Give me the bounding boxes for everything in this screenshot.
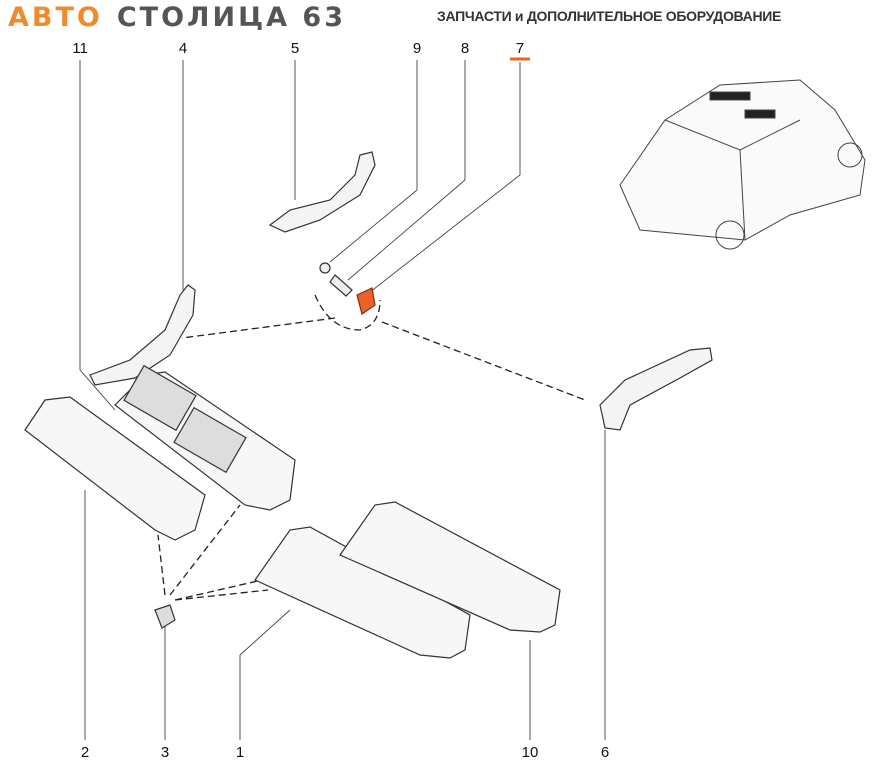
- screw-8: [329, 274, 353, 297]
- callout-11: 11: [72, 40, 88, 57]
- vanity-mirror: [173, 406, 247, 474]
- clip-3: [154, 604, 176, 629]
- cap-7: [356, 287, 376, 315]
- callout-5: 5: [290, 40, 300, 57]
- callout-7: 7: [515, 40, 525, 57]
- callout-10: 10: [521, 744, 539, 761]
- brand-logo: АВТО СТОЛИЦА 63: [8, 2, 346, 34]
- sun-visor-2: [24, 396, 206, 541]
- callout-1: 1: [235, 744, 245, 761]
- callout-9: 9: [412, 40, 422, 57]
- leader-lines: [79, 60, 606, 740]
- callout-4: 4: [178, 40, 188, 57]
- sun-visor-10: [339, 501, 561, 633]
- tagline: ЗАПЧАСТИ и ДОПОЛНИТЕЛЬНОЕ ОБОРУДОВАНИЕ: [437, 8, 782, 24]
- washer-9: [319, 262, 331, 274]
- vanity-mirror: [123, 364, 197, 432]
- callout-8: 8: [460, 40, 470, 57]
- grab-handle-6: [599, 347, 713, 431]
- car-illustration: [619, 79, 866, 250]
- callout-3: 3: [160, 744, 170, 761]
- brand-part2: СТОЛИЦА 63: [116, 2, 346, 33]
- assembly-arrows: [157, 294, 586, 601]
- callout-2: 2: [80, 744, 90, 761]
- callout-6: 6: [600, 744, 610, 761]
- grab-handle-4: [89, 284, 196, 386]
- sun-visor-1: [254, 526, 471, 659]
- grab-handle-5: [268, 151, 376, 233]
- brand-part1: АВТО: [8, 2, 103, 33]
